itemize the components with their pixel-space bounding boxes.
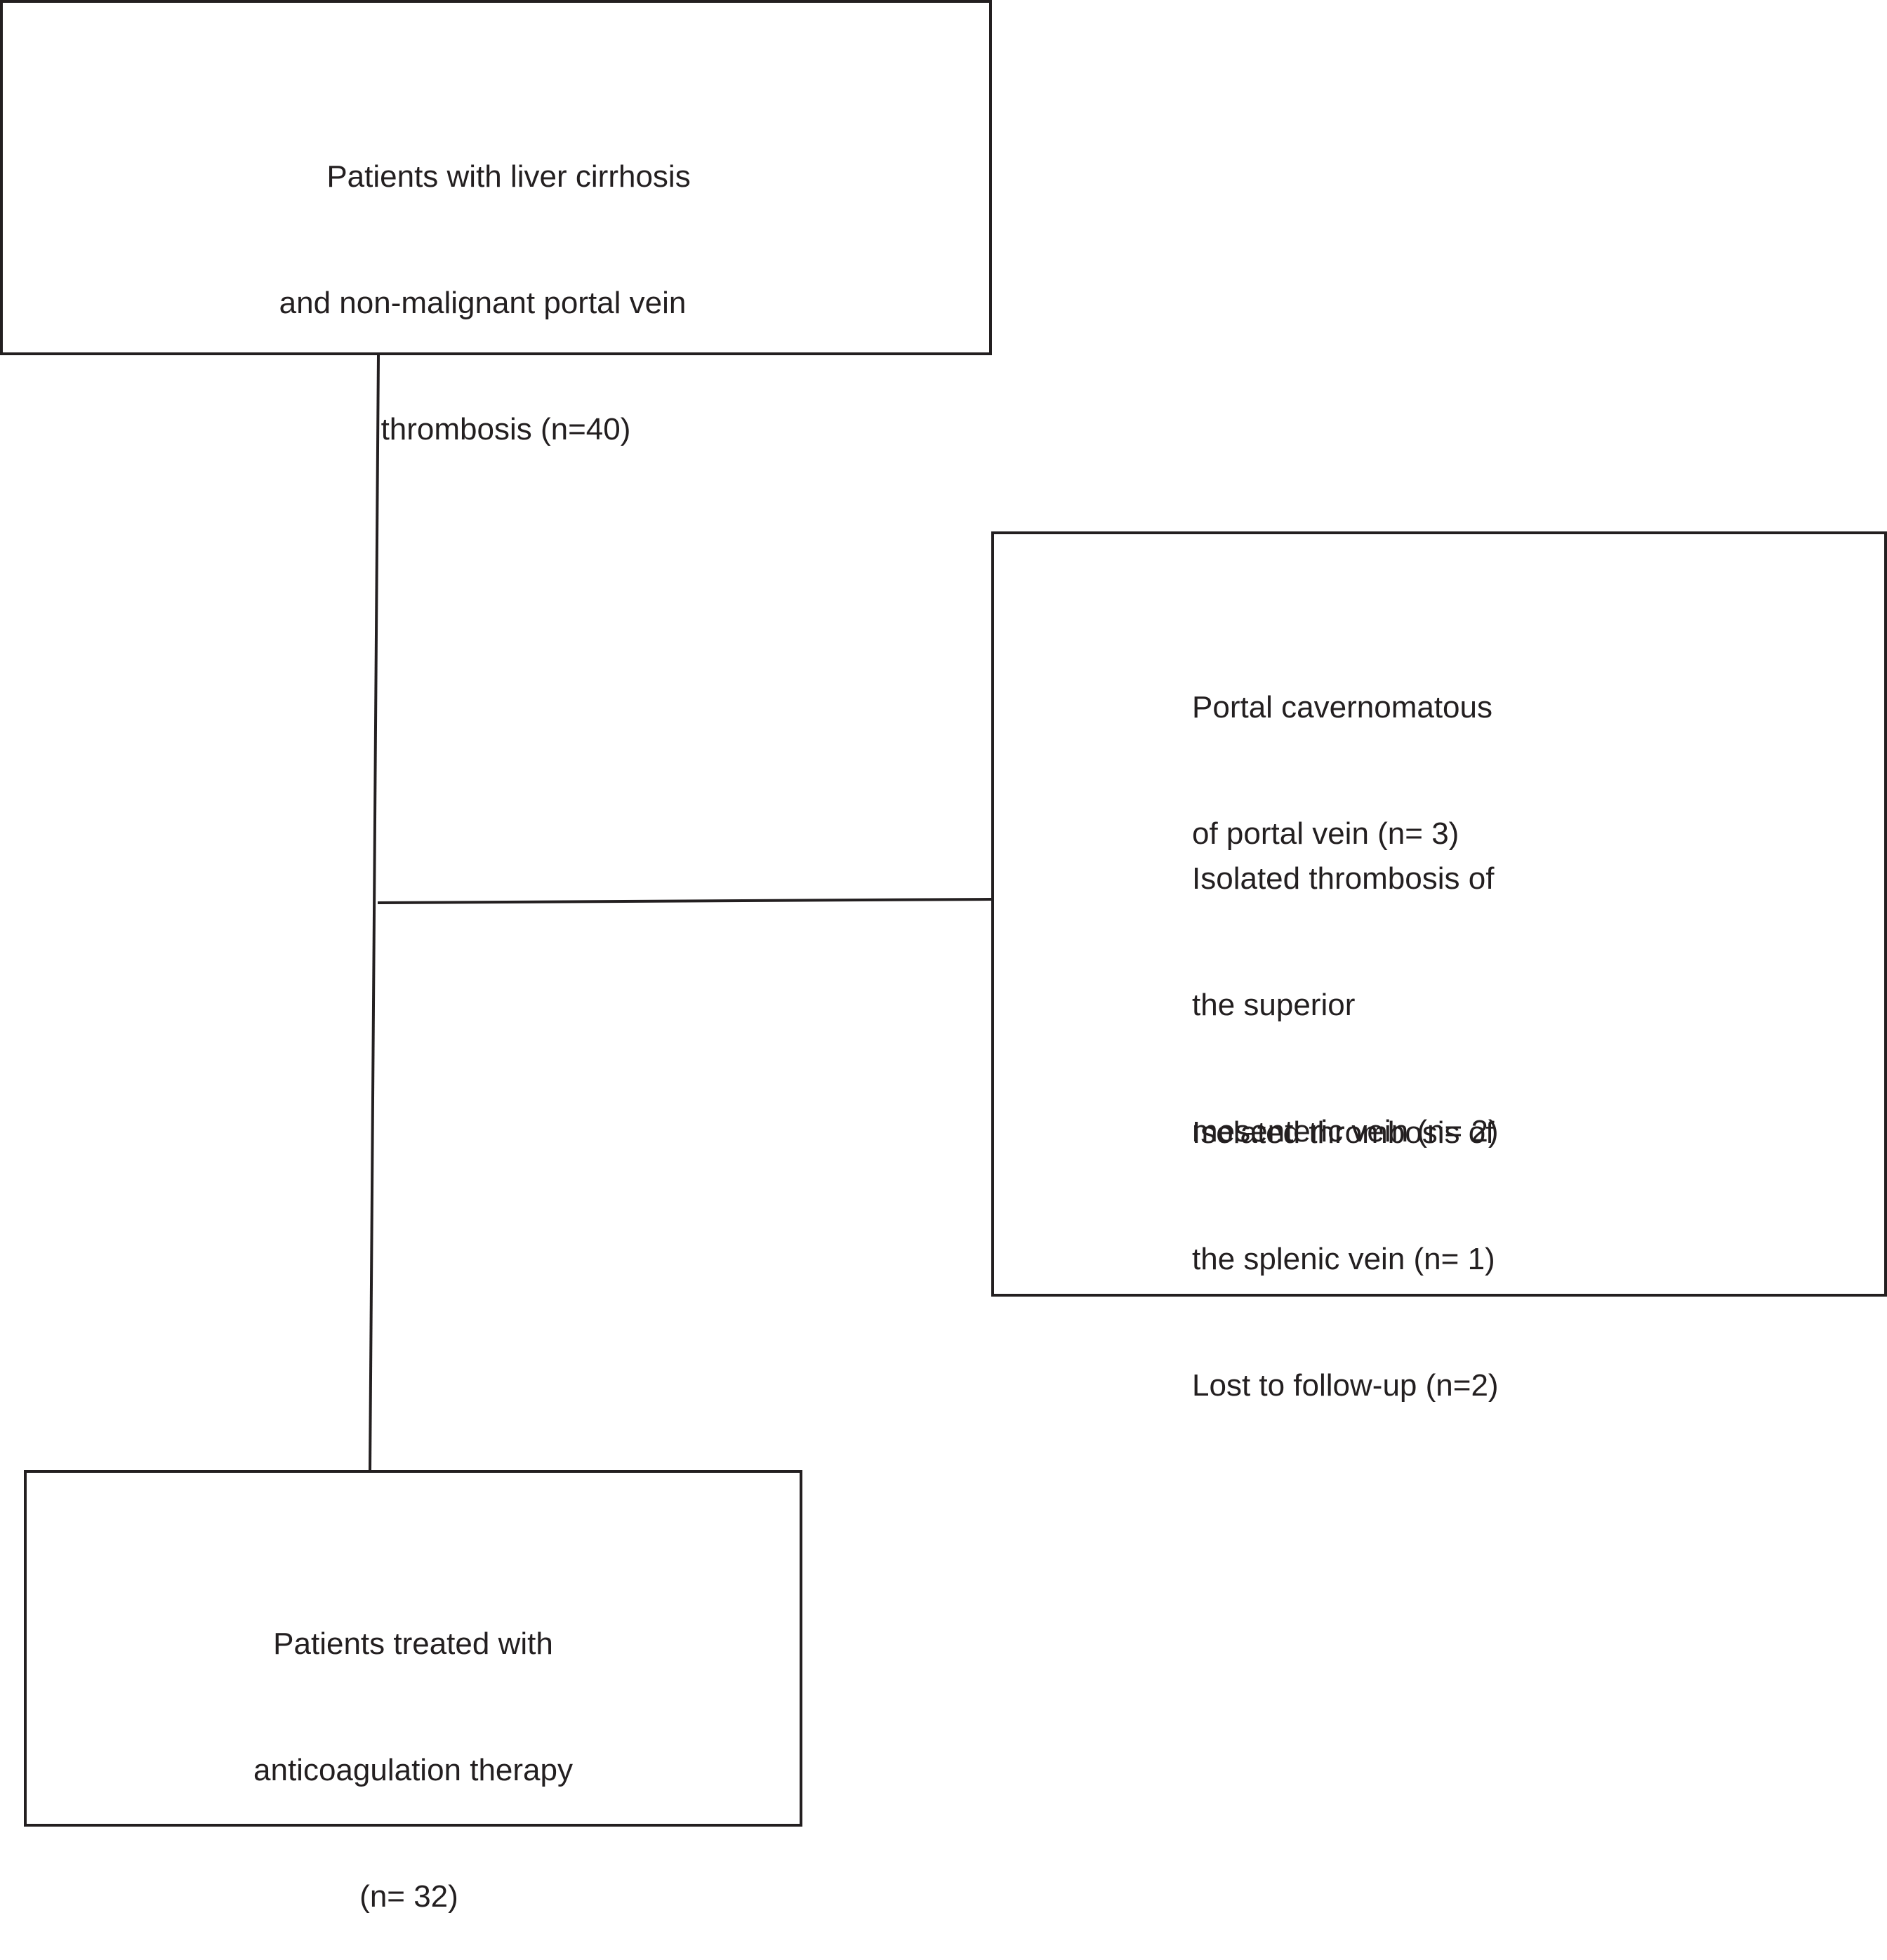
branch-connector bbox=[377, 898, 992, 904]
treated-line-3: (n= 32) bbox=[359, 1879, 458, 1914]
treated-line-2: anticoagulation therapy bbox=[253, 1753, 573, 1787]
treated-line-1: Patients treated with bbox=[273, 1627, 553, 1661]
excluded-patients-box bbox=[991, 531, 1887, 1297]
excluded-group-mesenteric: Isolated thrombosis of the superior mese… bbox=[1192, 774, 1499, 1195]
excluded-line: mesenteric vein (n= 2) bbox=[1192, 1114, 1499, 1148]
excluded-line: Isolated thrombosis of bbox=[1192, 1115, 1495, 1150]
excluded-line: Portal cavernomatous bbox=[1192, 690, 1492, 724]
excluded-line: Lost to follow-up (n=2) bbox=[1192, 1368, 1499, 1403]
enrolled-patients-box bbox=[0, 0, 992, 355]
excluded-group-cavernomatous: Portal cavernomatous of portal vein (n= … bbox=[1192, 602, 1492, 897]
enrolled-line-2: and non-malignant portal vein bbox=[279, 286, 687, 320]
treated-patients-text: Patients treated with anticoagulation th… bbox=[24, 1539, 802, 1960]
excluded-line: of portal vein (n= 3) bbox=[1192, 816, 1459, 851]
treated-patients-box bbox=[24, 1470, 802, 1827]
excluded-group-splenic-lost: Isolated thrombosis of the splenic vein … bbox=[1192, 1028, 1499, 1449]
vertical-connector bbox=[369, 355, 380, 1471]
excluded-line: the splenic vein (n= 1) bbox=[1192, 1242, 1495, 1276]
enrolled-line-3: thrombosis (n=40) bbox=[380, 412, 631, 446]
enrolled-line-1: Patients with liver cirrhosis bbox=[326, 159, 691, 194]
excluded-line: Isolated thrombosis of bbox=[1192, 861, 1495, 896]
excluded-line: the superior bbox=[1192, 988, 1356, 1022]
enrolled-patients-text: Patients with liver cirrhosis and non-ma… bbox=[0, 72, 992, 493]
